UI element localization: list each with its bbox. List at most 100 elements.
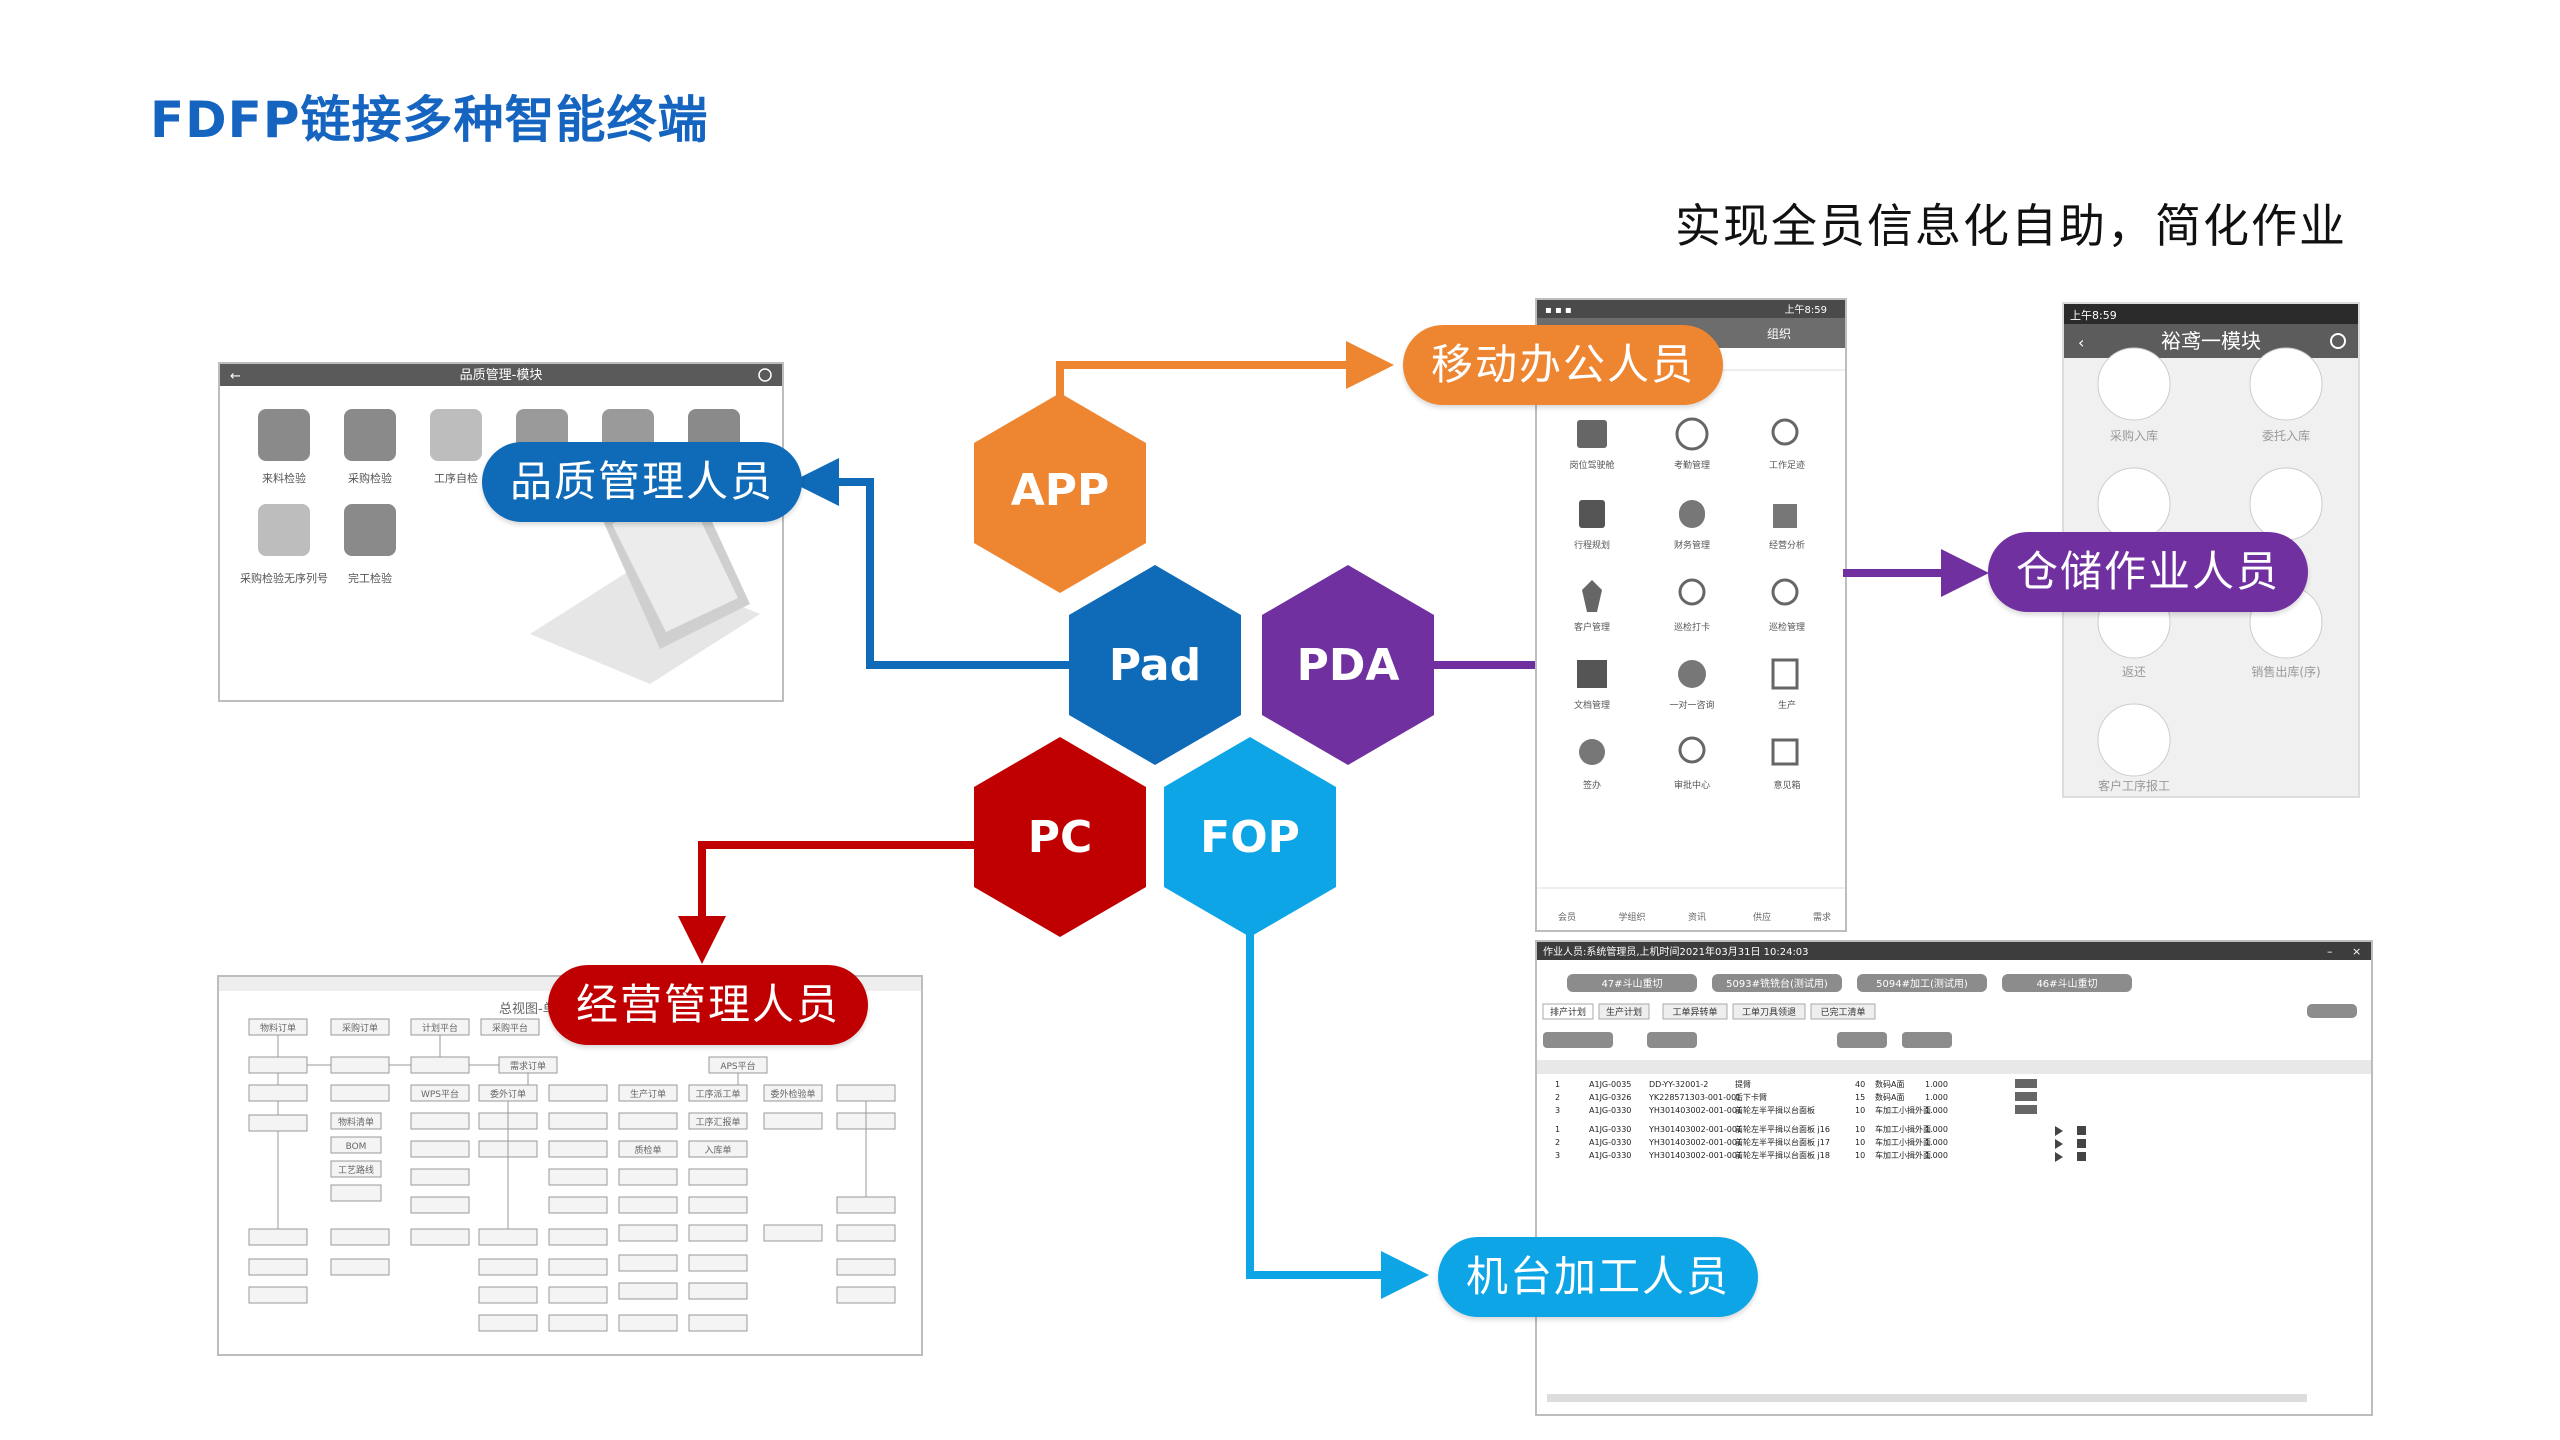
consign-in-icon[interactable] (2249, 347, 2323, 421)
play-icon[interactable] (2055, 1139, 2063, 1149)
svg-text:前轮左半平揖以台面板 j16: 前轮左半平揖以台面板 j16 (1735, 1124, 1830, 1134)
play-icon[interactable] (2055, 1126, 2063, 1136)
mailbox-icon[interactable] (1771, 738, 1799, 766)
machine-button[interactable] (1712, 974, 1842, 992)
tab[interactable] (1810, 1003, 1876, 1020)
hex-pda[interactable]: PDA (1262, 565, 1434, 765)
svg-text:WPS平台: WPS平台 (421, 1088, 459, 1100)
clock-icon[interactable] (1675, 417, 1709, 451)
machine-button[interactable] (1857, 974, 1987, 992)
hex-pad[interactable]: Pad (1069, 565, 1241, 765)
svg-text:车加工小揖外面: 车加工小揖外面 (1875, 1137, 1931, 1147)
minimize-icon[interactable]: – (2327, 945, 2333, 958)
stop-icon[interactable] (2077, 1139, 2086, 1148)
tab[interactable] (1662, 1003, 1728, 1020)
refresh-button[interactable] (2307, 1004, 2357, 1018)
toolbar-button[interactable] (1837, 1032, 1887, 1048)
bottom-nav: 会员 学组织 资讯 供应 需求 (1558, 911, 1831, 923)
pda-item-label: 销售出库(序) (2251, 664, 2320, 679)
pda-item-label: 返还 (2122, 665, 2146, 679)
module-icon[interactable] (344, 504, 396, 556)
refresh-icon[interactable] (758, 368, 772, 382)
fop-screenshot: 作业人员:系统管理员,上机时间2021年03月31日 10:24:03 – × … (1535, 940, 2373, 1416)
svg-text:数码A面: 数码A面 (1875, 1079, 1904, 1089)
machine-button[interactable] (2002, 974, 2132, 992)
nav-item[interactable]: 需求 (1813, 911, 1831, 923)
svg-text:质检单: 质检单 (634, 1144, 661, 1156)
tab[interactable] (1542, 1003, 1594, 1020)
back-icon[interactable]: ← (230, 369, 241, 384)
svg-text:A1JG-0330: A1JG-0330 (1589, 1106, 1631, 1115)
briefcase-icon[interactable] (1579, 500, 1605, 528)
svg-text:3: 3 (1555, 1151, 1560, 1160)
coins-icon[interactable] (1679, 500, 1705, 528)
row-action-button[interactable] (2015, 1079, 2037, 1088)
svg-text:提臂: 提臂 (1735, 1079, 1751, 1089)
svg-text:已完工清单: 已完工清单 (1820, 1006, 1865, 1018)
play-icon[interactable] (2055, 1152, 2063, 1162)
stop-icon[interactable] (2077, 1126, 2086, 1135)
scrollbar[interactable] (1547, 1394, 2307, 1402)
svg-text:1.000: 1.000 (1925, 1138, 1948, 1147)
app-grid-row: 客户管理 巡检打卡 巡检管理 (1574, 578, 1805, 633)
app-grid-row: 行程规划 财务管理 经营分析 (1574, 500, 1805, 551)
module-label: 采购检验无序列号 (240, 571, 328, 585)
pda-item-label: 委托入库 (2262, 428, 2310, 443)
stop-icon[interactable] (2077, 1152, 2086, 1161)
approval-icon[interactable] (1678, 736, 1706, 764)
document-gear-icon[interactable] (1771, 658, 1799, 690)
app-grid-label: 巡检打卡 (1674, 621, 1710, 633)
purchase-in-icon[interactable] (2097, 347, 2171, 421)
clipboard-icon[interactable] (2097, 703, 2171, 777)
hex-fop[interactable]: FOP (1164, 737, 1336, 937)
hex-pc[interactable]: PC (974, 737, 1146, 937)
location-icon[interactable] (1678, 578, 1706, 606)
row-action-button[interactable] (2015, 1105, 2037, 1114)
location-check-icon[interactable] (1771, 578, 1799, 606)
row-action-button[interactable] (2015, 1092, 2037, 1101)
svg-text:40: 40 (1855, 1080, 1865, 1089)
toolbar-button[interactable] (1647, 1032, 1697, 1048)
module-icon[interactable] (430, 409, 482, 461)
module-icon[interactable] (258, 409, 310, 461)
app-grid-label: 财务管理 (1674, 539, 1710, 551)
close-icon[interactable]: × (2352, 945, 2361, 958)
nav-item[interactable]: 资讯 (1688, 912, 1706, 923)
handshake-icon[interactable] (1579, 739, 1605, 765)
nav-item[interactable]: 会员 (1558, 911, 1576, 923)
nav-item[interactable]: 学组织 (1618, 911, 1645, 923)
arrow-pc-management (678, 841, 980, 964)
app-icon[interactable] (1577, 420, 1607, 448)
hex-app[interactable]: APP (974, 393, 1146, 593)
svg-text:1: 1 (1555, 1080, 1560, 1089)
tab[interactable] (1732, 1003, 1806, 1020)
module-icon[interactable] (344, 409, 396, 461)
bar-chart-icon[interactable] (1773, 504, 1797, 528)
back-icon[interactable]: ‹ (2078, 333, 2084, 352)
tab[interactable] (1598, 1003, 1650, 1020)
fop-tabs: 排产计划 生产计划 工单异转单 工单刀具领退 已完工清单 (1542, 1003, 1876, 1020)
tie-icon[interactable] (1582, 580, 1602, 612)
person-icon[interactable] (1678, 660, 1706, 688)
svg-text:前轮左半平揖以台面板 j18: 前轮左半平揖以台面板 j18 (1735, 1150, 1830, 1160)
app-grid: 岗位驾驶舱 考勤管理 工作足迹 行程规划 财务管理 经营分析 客户管理 巡检打卡… (1569, 417, 1805, 791)
machine-button[interactable] (1567, 974, 1697, 992)
toolbar-button[interactable] (1543, 1032, 1613, 1048)
app-grid-label: 巡检管理 (1769, 621, 1805, 633)
folder-icon[interactable] (1577, 660, 1607, 688)
module-icon[interactable] (258, 504, 310, 556)
tab-organization[interactable]: 组织 (1767, 327, 1791, 341)
svg-text:10: 10 (1855, 1125, 1865, 1134)
search-icon[interactable] (1771, 418, 1799, 446)
pad-header: 品质管理-模块 (460, 368, 543, 383)
refresh-icon[interactable] (2330, 333, 2346, 349)
toolbar-button[interactable] (1902, 1032, 1952, 1048)
nav-item[interactable]: 供应 (1753, 911, 1771, 923)
